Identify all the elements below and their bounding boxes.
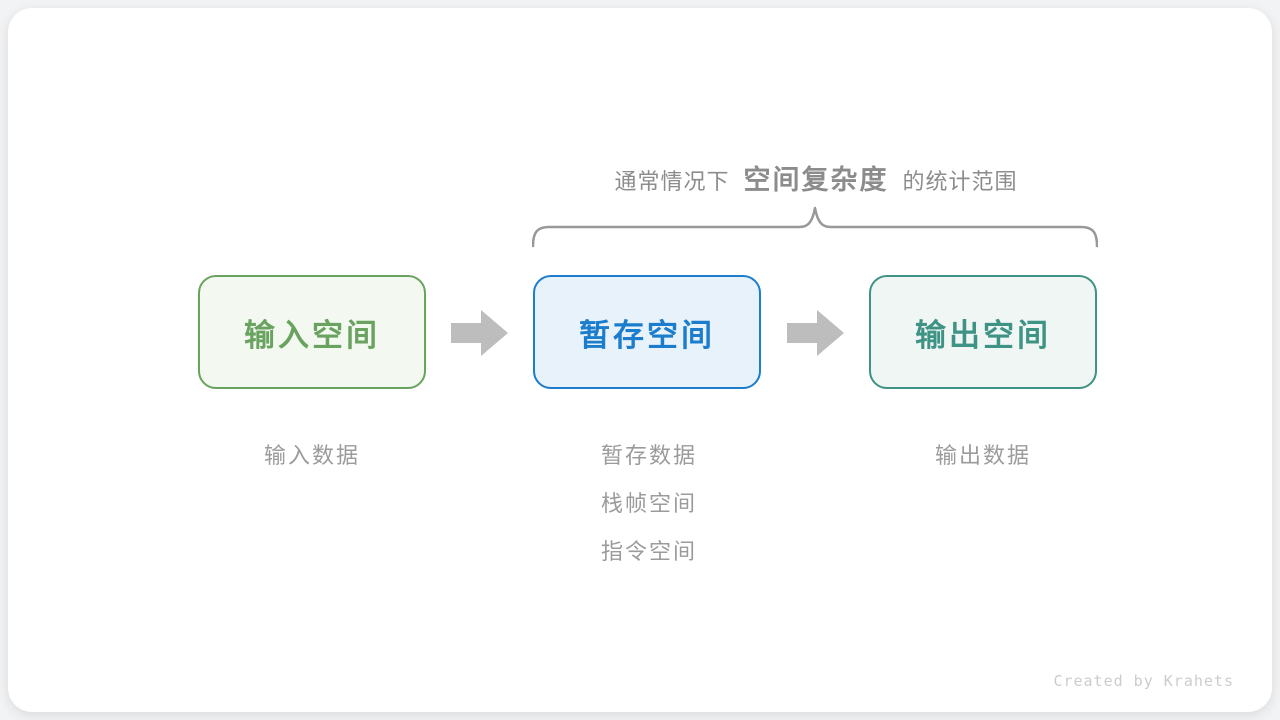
box-output-space: 输出空间 bbox=[869, 275, 1097, 389]
scope-annotation: 通常情况下 空间复杂度 的统计范围 bbox=[614, 158, 1017, 197]
box-input-space-label: 输入空间 bbox=[244, 317, 380, 353]
list-item: 指令空间 bbox=[600, 539, 698, 564]
overbrace bbox=[531, 205, 1099, 249]
diagram-card: 通常情况下 空间复杂度 的统计范围 输入空间 暂存空间 输出空间 输入数据 bbox=[8, 8, 1272, 712]
list-item: 输入数据 bbox=[263, 443, 361, 468]
annotation-emphasis: 空间复杂度 bbox=[743, 165, 889, 195]
list-item: 栈帧空间 bbox=[600, 491, 698, 516]
box-temp-space-label: 暂存空间 bbox=[579, 317, 715, 353]
box-temp-space: 暂存空间 bbox=[533, 275, 761, 389]
output-space-items: 输出数据 bbox=[935, 432, 1031, 480]
list-item: 暂存数据 bbox=[600, 443, 698, 468]
box-input-space: 输入空间 bbox=[198, 275, 426, 389]
arrow-right-icon bbox=[451, 310, 508, 356]
box-output-space-label: 输出空间 bbox=[915, 317, 1051, 353]
overbrace-icon bbox=[531, 206, 1099, 248]
annotation-prefix: 通常情况下 bbox=[614, 169, 730, 194]
input-space-items: 输入数据 bbox=[264, 432, 360, 480]
annotation-suffix: 的统计范围 bbox=[902, 169, 1018, 194]
arrow-right-icon bbox=[787, 310, 844, 356]
credit-text: Created by Krahets bbox=[1053, 672, 1234, 690]
temp-space-items: 暂存数据 栈帧空间 指令空间 bbox=[601, 432, 697, 576]
list-item: 输出数据 bbox=[934, 443, 1032, 468]
